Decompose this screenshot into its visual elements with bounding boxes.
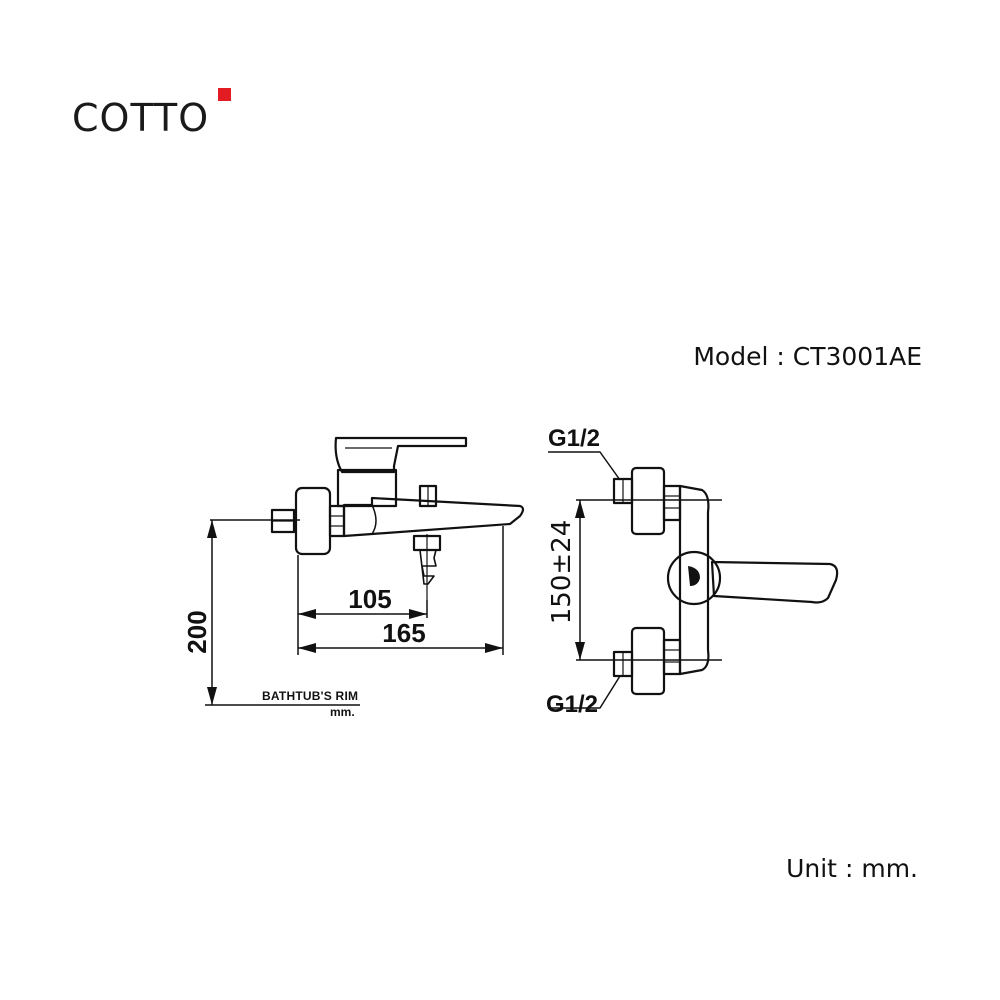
unit-label: Unit <box>786 854 837 883</box>
front-body <box>678 484 710 676</box>
bottom-connector <box>662 638 682 676</box>
unit-line: Unit : mm. <box>786 854 918 883</box>
dim-depth-label: 165 <box>382 618 425 648</box>
unit-value: mm. <box>861 854 918 883</box>
top-connector <box>662 484 682 522</box>
lever-indicator <box>688 566 700 586</box>
dim-centers-label: 150±24 <box>547 520 577 625</box>
unit-separator: : <box>844 854 854 883</box>
faucet-body <box>342 496 525 538</box>
rim-label: BATHTUB'S RIM <box>262 689 358 703</box>
thread-top-label: G1/2 <box>548 425 600 452</box>
dim-outlet-label: 105 <box>348 584 391 614</box>
model-value: CT3001AE <box>792 342 922 371</box>
bottom-flange <box>630 626 666 696</box>
connector-nut <box>328 504 346 538</box>
dim-height-label: 200 <box>182 610 212 653</box>
model-label: Model <box>693 342 769 371</box>
rim-unit-label: mm. <box>330 705 355 719</box>
brand-logo: COTTO <box>72 88 231 140</box>
lever-hub <box>666 550 722 606</box>
hose-thread <box>419 549 437 585</box>
brand-name: COTTO <box>72 96 210 140</box>
thread-bottom-label: G1/2 <box>546 691 598 718</box>
model-line: Model : CT3001AE <box>693 342 922 371</box>
top-leader <box>548 451 621 481</box>
front-view <box>548 451 839 709</box>
bottom-leader <box>548 675 621 709</box>
brand-accent-square <box>218 88 231 101</box>
wall-flange <box>294 486 332 556</box>
cartridge-housing <box>336 468 398 508</box>
model-separator: : <box>776 342 785 371</box>
top-flange <box>630 466 666 536</box>
lever-handle <box>334 436 468 474</box>
side-view <box>205 436 525 706</box>
front-lever <box>710 560 839 604</box>
